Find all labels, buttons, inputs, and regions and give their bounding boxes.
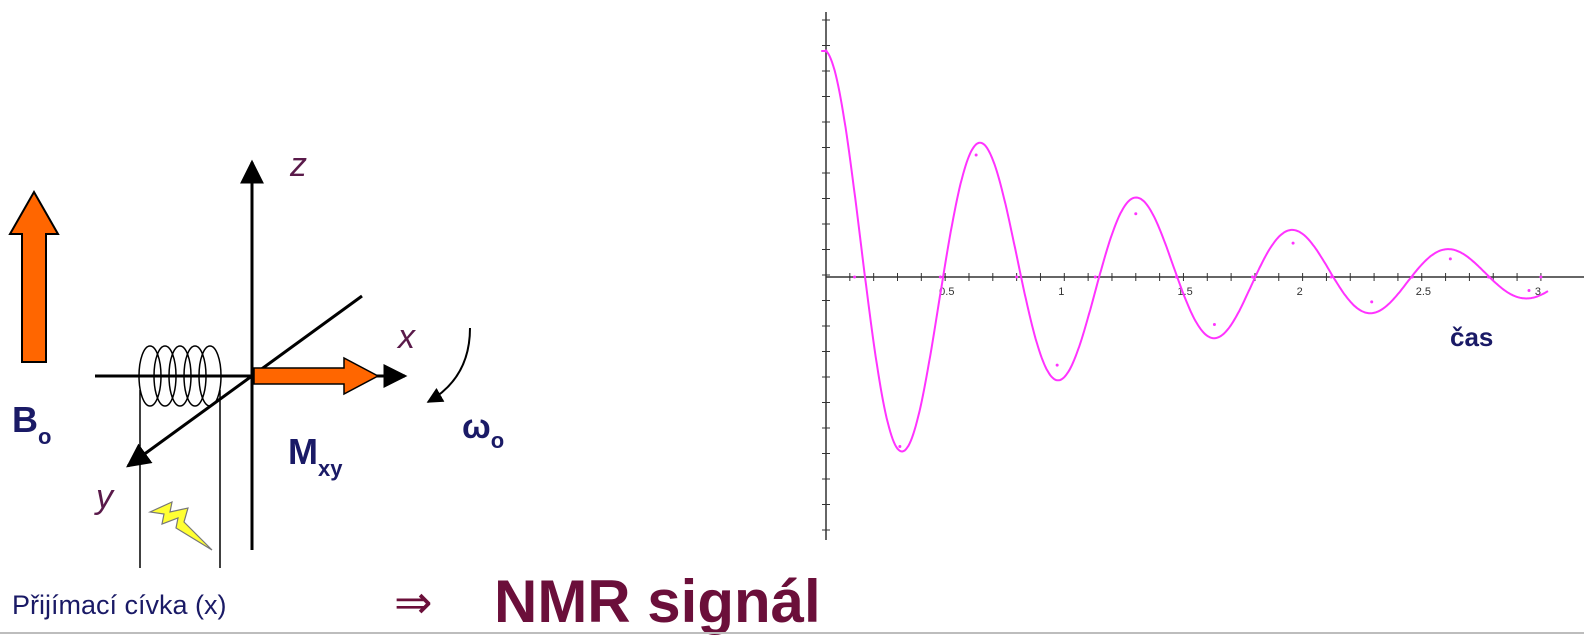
- omega-label: ωo: [462, 408, 504, 453]
- chart-data-point: [1212, 322, 1216, 326]
- chart-data-point: [1015, 275, 1019, 279]
- b0-arrow-icon: [8, 189, 60, 363]
- chart-data-point: [1093, 275, 1097, 279]
- chart-data-point: [1448, 257, 1452, 261]
- chart-data-point: [1134, 212, 1138, 216]
- y-axis-label: y: [94, 478, 115, 516]
- chart-x-tick-label: 0.5: [939, 286, 954, 298]
- chart-data-point: [938, 275, 942, 279]
- chart-data-point: [1486, 275, 1490, 279]
- chart-x-tick-label: 2: [1297, 286, 1303, 298]
- chart-data-point: [1174, 275, 1178, 279]
- implies-symbol: ⇒: [394, 576, 433, 628]
- chart-series-line: [821, 50, 1549, 453]
- chart-data-point: [974, 153, 978, 157]
- chart-xlabel: čas: [1450, 322, 1493, 352]
- nmr-signal-title: NMR signál: [494, 568, 821, 635]
- bottom-divider: [0, 632, 1584, 634]
- chart-x-tick-label: 3: [1535, 286, 1541, 298]
- y-axis: [126, 294, 363, 468]
- chart-data-point: [824, 49, 828, 53]
- z-axis-label: z: [289, 146, 307, 184]
- mxy-label: Mxy: [288, 431, 343, 481]
- chart-data-point: [1410, 275, 1414, 279]
- mxy-arrow-icon: [253, 356, 380, 396]
- coil-caption: Přijímací cívka (x): [12, 590, 227, 620]
- chart-x-tick-label: 2.5: [1416, 286, 1431, 298]
- chart-data-point: [1055, 363, 1059, 367]
- chart-data-point: [853, 275, 857, 279]
- x-axis-label: x: [396, 318, 416, 356]
- chart-data-point: [898, 445, 902, 448]
- chart-data-point: [1251, 275, 1255, 279]
- rotation-arrow-icon: [426, 327, 471, 403]
- chart-data-point: [1329, 275, 1333, 279]
- receiver-coil-icon: [138, 345, 222, 568]
- chart-data-point: [1291, 241, 1295, 245]
- b0-label: Bo: [12, 399, 51, 449]
- chart-data-point: [1539, 275, 1543, 279]
- chart-x-tick-label: 1: [1058, 286, 1064, 298]
- chart-data-point: [1527, 289, 1531, 293]
- lightning-icon: [147, 500, 213, 551]
- chart-data-point: [1370, 300, 1374, 304]
